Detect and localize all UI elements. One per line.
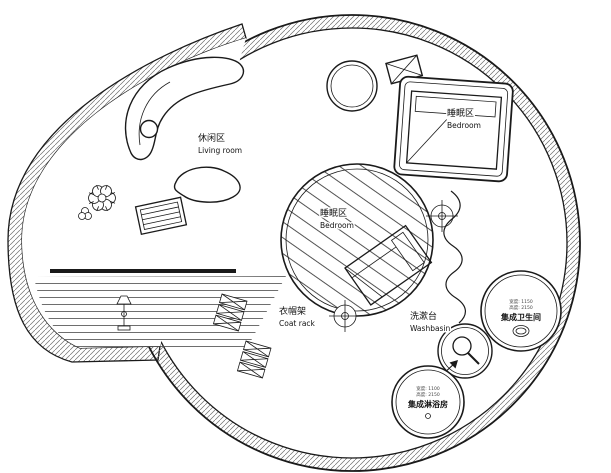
coffee-table: [173, 166, 241, 203]
blanket-fold-line: [344, 267, 383, 298]
round-table-inner: [330, 64, 374, 108]
corridor-floor-stripes: [34, 276, 286, 350]
toilet-icon: [512, 325, 530, 337]
pillow: [414, 95, 497, 118]
bedroom-upper-label-en: Bedroom: [447, 121, 481, 130]
blanket-fold-line: [406, 119, 448, 164]
bed-upper: [405, 90, 503, 170]
bathroom-pod: 宽度: 1150 高度: 2150 集成卫生间: [480, 270, 562, 352]
bathroom-label: 集成卫生间: [500, 312, 541, 322]
shower-pod: 宽度: 1100 高度: 2150 集成淋浴房: [391, 365, 465, 439]
bedroom-center-label-en: Bedroom: [320, 221, 354, 230]
shower-label: 集成淋浴房: [407, 399, 448, 409]
fixture-crosshair-icon: [329, 300, 361, 332]
bathroom-spec-line2: 高度: 2150: [509, 304, 533, 311]
living-room-label-zh: 休闲区: [198, 132, 225, 144]
floor-lamp-icon: [116, 295, 132, 331]
wavy-partition-line: [443, 190, 466, 324]
fixture-crosshair-icon: [426, 200, 458, 232]
living-room-label-en: Living room: [198, 146, 242, 155]
entry-corridor: [34, 269, 286, 350]
small-plant-icon: [78, 207, 92, 220]
shower-spec-line1: 宽度: 1100: [416, 385, 440, 392]
living-room: [78, 56, 245, 236]
coat-rack-group-b: [236, 340, 272, 379]
basin-bowl: [452, 336, 472, 356]
bedroom-upper-unit: [393, 75, 514, 183]
shower-spec-line2: 高度: 2150: [416, 391, 440, 398]
washbasin-label-zh: 洗漱台: [410, 310, 437, 322]
area-labels: 休闲区 Living room 睡眠区 Bedroom 睡眠区 Bedroom …: [197, 106, 483, 335]
bathroom-spec-line1: 宽度: 1150: [509, 298, 533, 305]
coat-rack-label-en: Coat rack: [279, 319, 316, 328]
side-table: [139, 119, 159, 139]
coat-rack-label-zh: 衣帽架: [279, 305, 306, 317]
pillow: [390, 231, 425, 272]
bed-center: [344, 224, 433, 306]
round-table: [326, 60, 378, 112]
faucet: [467, 352, 480, 365]
washbasin-label-en: Washbasin: [410, 324, 451, 333]
plant-icon: [88, 184, 116, 212]
bedroom-center-label-zh: 睡眠区: [320, 207, 347, 219]
bedroom-pod: [280, 163, 434, 317]
rug: [134, 196, 188, 236]
bedroom-upper-label-zh: 睡眠区: [447, 107, 474, 119]
drain-icon: [425, 413, 431, 419]
sofa-seam-line: [138, 81, 171, 146]
coat-rack-group-a: [212, 293, 248, 332]
